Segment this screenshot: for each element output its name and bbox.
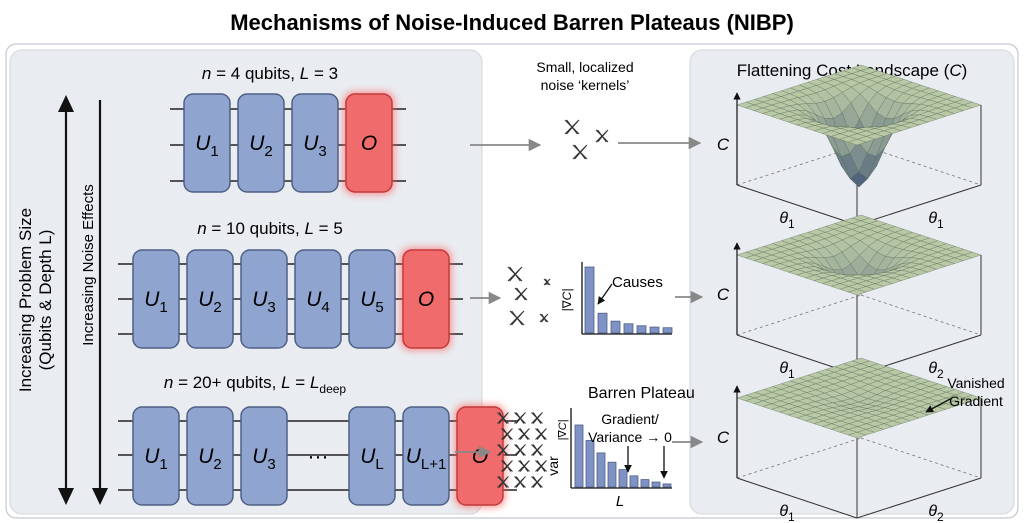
unitary-gate: [186, 249, 234, 349]
gradient-bar: [574, 424, 584, 488]
gradient-bar: [636, 325, 647, 334]
noise-mark: [572, 144, 588, 160]
gradient-bar: [651, 481, 661, 488]
noise-effects-axis: Increasing Noise Effects: [80, 100, 108, 505]
barren-plateau-chart: Barren Plateau |∇C| var Gradient/ Varian…: [545, 385, 695, 510]
gate-label: O: [472, 445, 488, 468]
row-header: n = 4 qubits, L = 3: [202, 64, 338, 83]
problem-size-axis: Increasing Problem Size (Qubits & Depth …: [16, 95, 74, 505]
row-header: n = 20+ qubits, L = Ldeep: [164, 373, 347, 396]
unitary-gate: [294, 249, 342, 349]
unitary-gate: [237, 93, 285, 193]
noise-mark: [535, 460, 547, 472]
noise-mark: [531, 476, 543, 488]
unitary-gate: [348, 249, 396, 349]
gradient-bar: [610, 320, 621, 334]
cost-axis-label: C: [717, 428, 730, 447]
noise-effects-label: Increasing Noise Effects: [80, 184, 97, 345]
noise-mark: [531, 444, 543, 456]
gradient-bar: [662, 483, 672, 488]
gradient-bar: [623, 323, 634, 334]
noise-mark: [497, 412, 509, 424]
noise-mark: [595, 129, 609, 143]
var-axis-label: var: [545, 456, 561, 476]
gradient-bar: [618, 469, 628, 488]
noise-mark: [501, 460, 513, 472]
vanished-gradient-label-2: Gradient: [949, 393, 1003, 409]
barren-plateau-title: Barren Plateau: [588, 385, 695, 402]
noise-mark: [518, 460, 530, 472]
noise-mark: [514, 287, 528, 301]
gradient-bar: [596, 452, 606, 488]
gradient-variance-label-1: Gradient/: [601, 411, 659, 427]
gradient-bar: [640, 479, 650, 488]
vanished-arrow: [925, 397, 953, 413]
noise-mark: [531, 412, 543, 424]
gradient-bar: [585, 440, 595, 488]
noise-mark: [507, 266, 523, 282]
observable-gate: [402, 249, 450, 349]
problem-size-label-1: Increasing Problem Size: [16, 208, 35, 392]
kernels-caption-1: Small, localized: [536, 59, 633, 75]
unitary-gate: [291, 93, 339, 193]
unitary-gate: [186, 406, 234, 506]
unitary-gate: [402, 406, 450, 506]
noise-mark: [514, 444, 526, 456]
observable-gate: [345, 93, 393, 193]
gradient-decay-chart: |∇C| Causes: [560, 262, 673, 335]
noise-kernels: [497, 119, 609, 488]
noise-mark: [539, 313, 549, 323]
gate-label: ···: [308, 445, 329, 468]
gradient-bar: [662, 327, 673, 334]
gate-label: O: [418, 288, 434, 311]
problem-size-label-2: (Qubits & Depth L): [36, 230, 55, 371]
unitary-gate: [240, 249, 288, 349]
row-header: n = 10 qubits, L = 5: [197, 219, 343, 238]
gate-label: O: [361, 132, 377, 155]
vanished-gradient-label-1: Vanished: [947, 375, 1004, 391]
gradient-bar: [584, 266, 595, 334]
L-axis-label: L: [616, 493, 624, 510]
noise-mark: [543, 278, 551, 286]
gradient-bar: [629, 475, 639, 488]
noise-mark: [514, 412, 526, 424]
unitary-gate: [348, 406, 396, 506]
kernels-caption-2: noise ‘kernels’: [541, 77, 630, 93]
noise-mark: [514, 476, 526, 488]
grad-axis-label-mid: |∇C|: [560, 289, 574, 312]
causes-arrow: [597, 283, 613, 305]
unitary-gate: [132, 406, 180, 506]
causes-label: Causes: [612, 274, 663, 291]
grad-axis-label-bottom: |∇C|: [557, 419, 569, 440]
noise-mark: [497, 476, 509, 488]
noise-mark: [564, 119, 580, 135]
gradient-bar: [649, 326, 660, 334]
noise-mark: [509, 310, 525, 326]
unitary-gate: [132, 249, 180, 349]
figure-title: Mechanisms of Noise-Induced Barren Plate…: [230, 10, 794, 35]
gradient-bar: [607, 461, 617, 488]
cost-axis-label: C: [717, 285, 730, 304]
gradient-variance-label-2: Variance → 0: [588, 429, 672, 445]
noise-mark: [497, 444, 509, 456]
unitary-gate: [183, 93, 231, 193]
cost-axis-label: C: [717, 135, 730, 154]
unitary-gate: [240, 406, 288, 506]
noise-mark: [518, 428, 530, 440]
gradient-bar: [597, 312, 608, 334]
noise-mark: [501, 428, 513, 440]
noise-mark: [535, 428, 547, 440]
